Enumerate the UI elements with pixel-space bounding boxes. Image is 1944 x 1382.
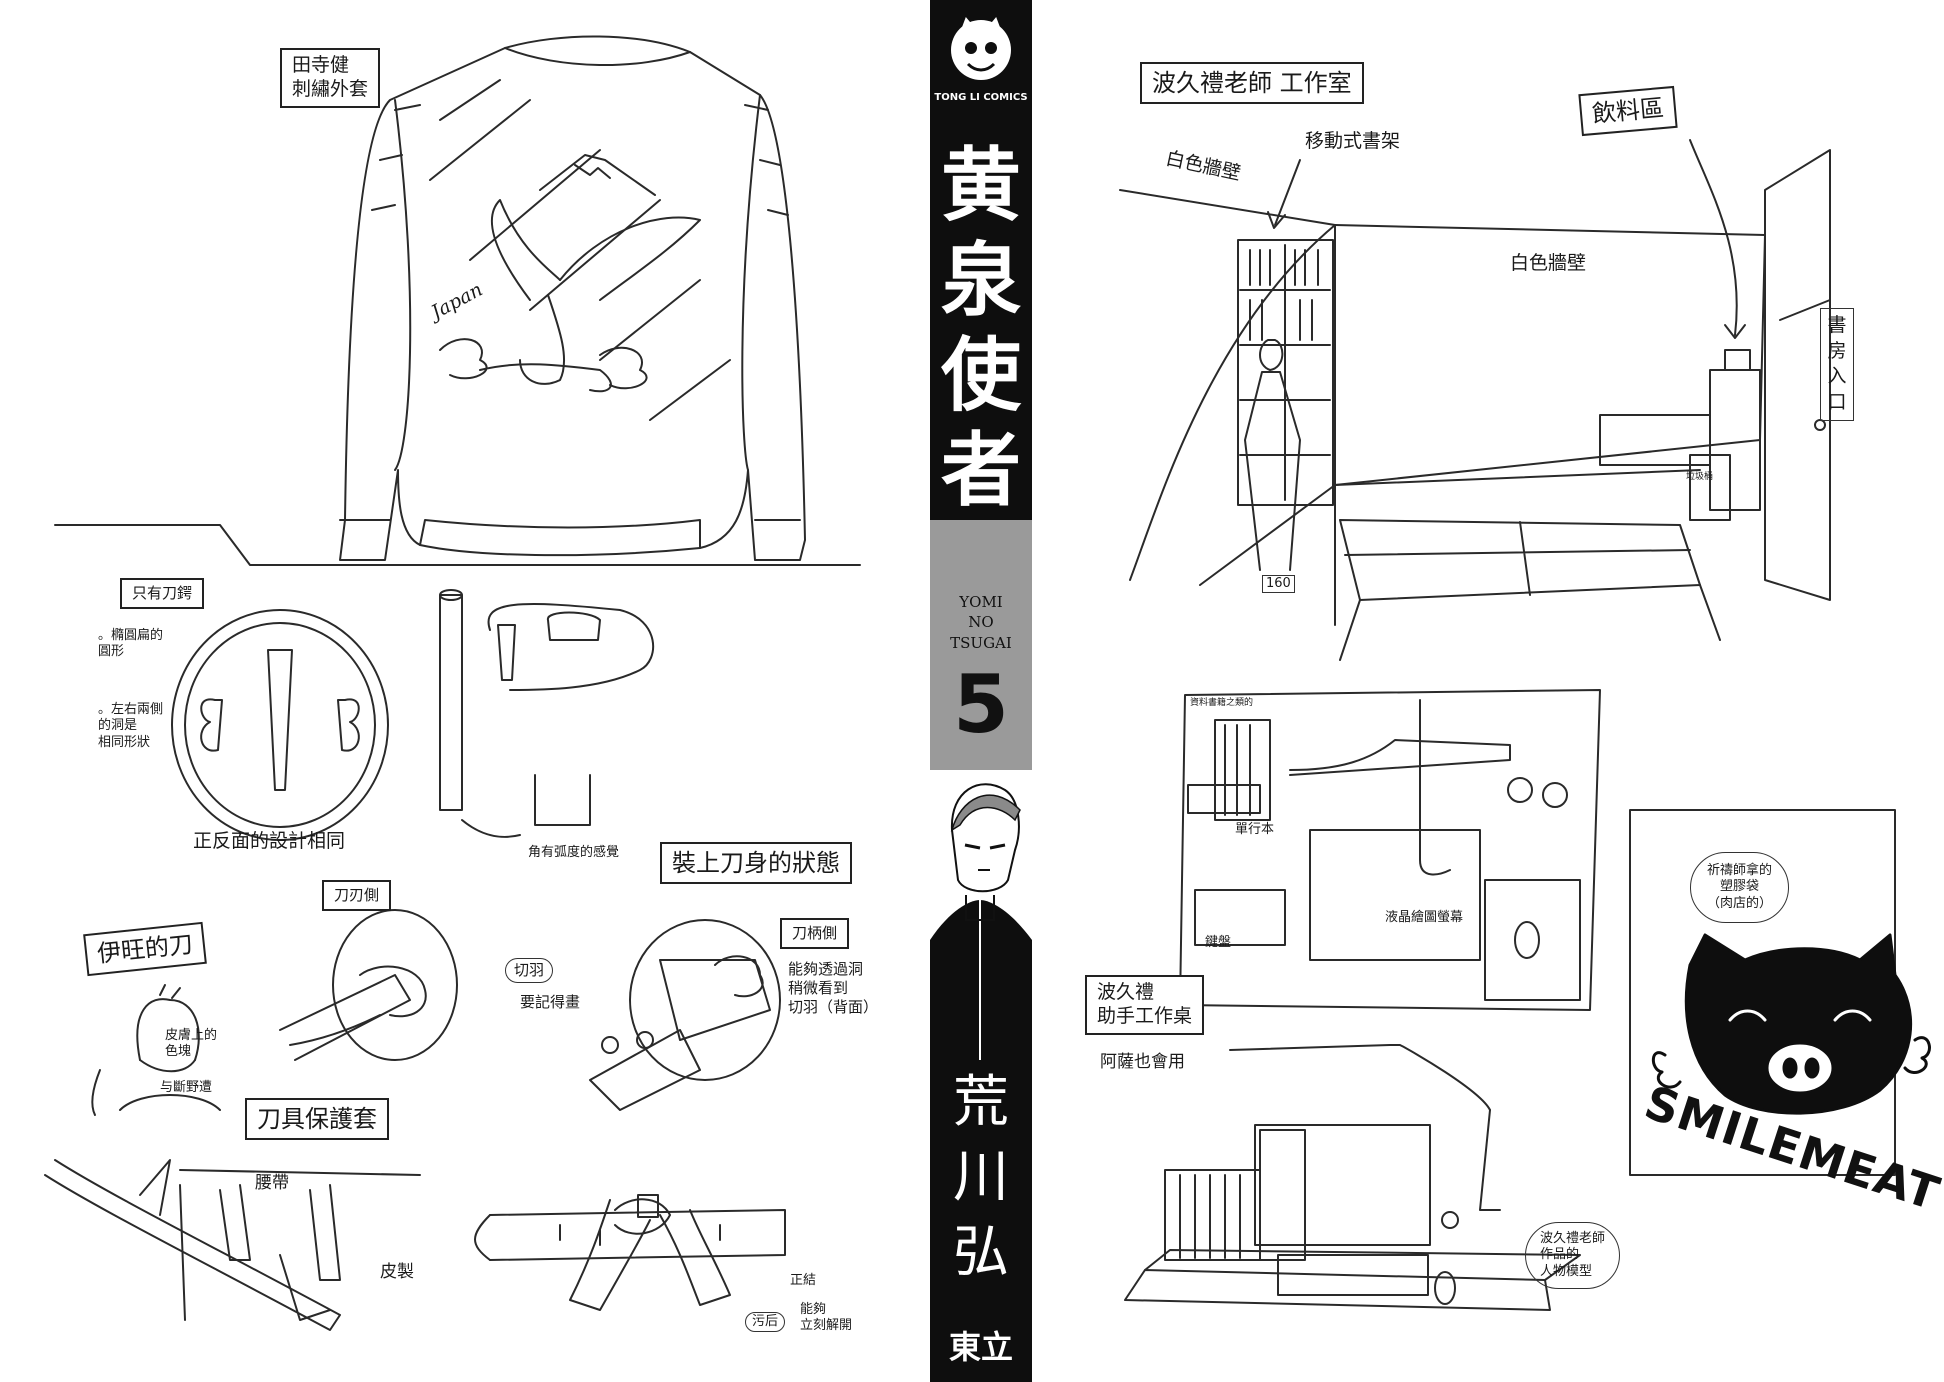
- can-untie-note: 能夠 立刻解開: [800, 1302, 852, 1335]
- both-sides-same-note: 正反面的設計相同: [193, 830, 346, 852]
- can-untie-line-1: 能夠: [800, 1302, 827, 1317]
- shelf-top-label: 資料書籍之類的: [1190, 698, 1254, 708]
- romaji-line-1: YOMI: [959, 593, 1003, 611]
- study-entrance-label: 書房入口: [1820, 308, 1854, 421]
- belt-label: 腰帶: [255, 1173, 289, 1193]
- book-spine: TONG LI COMICS 黄 泉 使 者 YOMI NO TSUGAI 5 …: [930, 0, 1032, 1382]
- figures-note-line-1: 波久禮老師: [1540, 1231, 1606, 1246]
- jacket-label-line-1: 田寺健: [292, 54, 350, 76]
- spine-author-char-2: 川: [953, 1145, 1009, 1210]
- desk-topdown-sketch: [1179, 689, 1601, 1011]
- blade-side-sketch: [279, 909, 458, 1061]
- studio-room-sketch: [1119, 139, 1831, 661]
- figures-note-line-2: 作品的: [1540, 1247, 1580, 1263]
- trash-label: 垃圾桶: [1686, 472, 1714, 482]
- pig-logo: [1651, 933, 1931, 1115]
- leather-label: 皮製: [380, 1262, 414, 1282]
- bag-note-line-2: 塑膠袋: [1720, 879, 1760, 895]
- guard-label: 只有刀鍔: [120, 578, 205, 609]
- guard-note-1-line-1: 。橢圓扁的: [98, 628, 164, 643]
- sheath-title: 刀具保護套: [245, 1098, 389, 1140]
- assistant-desk-line-2: 助手工作桌: [1097, 1004, 1193, 1027]
- jacket-sketch: [339, 35, 806, 561]
- spine-logo-text: TONG LI COMICS: [934, 92, 1028, 103]
- romaji-line-2: NO: [968, 613, 994, 632]
- guard-note-1-line-2: 圓形: [98, 644, 125, 660]
- left-divider-line: [54, 524, 861, 566]
- spine-author-char-3: 弘: [953, 1220, 1009, 1285]
- guard-note-2-line-2: 的洞是: [98, 718, 138, 734]
- guard-note-2-line-3: 相同形狀: [98, 734, 151, 750]
- front-knot-label: 正結: [790, 1273, 817, 1288]
- kiriha-label: 切羽: [505, 958, 554, 983]
- spine-title-char-1: 黄: [941, 138, 1021, 232]
- spine-portrait: [930, 770, 1032, 1060]
- jacket-label-line-2: 刺繡外套: [292, 77, 369, 100]
- romaji-line-3: TSUGAI: [950, 633, 1012, 652]
- tsuba-side-sketch: [439, 589, 654, 838]
- tsuba-sketch: [171, 609, 389, 841]
- sheath-sketch: [44, 1159, 421, 1331]
- guard-note-2: 。左右兩側 的洞是 相同形狀: [98, 702, 163, 751]
- skin-note: 皮膚上的 色塊: [165, 1028, 217, 1061]
- spine-romaji: YOMI NO TSUGAI: [930, 592, 1032, 653]
- remember-draw-note: 要記得畫: [520, 993, 581, 1011]
- spine-title-char-4: 者: [941, 423, 1021, 517]
- angled-note: 角有弧度的感覺: [528, 845, 620, 860]
- spine-title-char-2: 泉: [941, 233, 1021, 327]
- bag-note-line-1: 祈禱師拿的: [1707, 863, 1773, 878]
- blade-side-label: 刀刃側: [322, 880, 392, 911]
- tong-li-logo: [951, 17, 1011, 80]
- see-through-line-1: 能夠透過洞: [788, 960, 864, 978]
- desk-perspective-sketch: [1124, 1044, 1581, 1311]
- white-wall-back-label: 白色牆壁: [1510, 252, 1587, 274]
- dirty-label: 污后: [745, 1312, 786, 1333]
- see-through-note: 能夠透過洞 稍微看到 切羽（背面）: [788, 960, 878, 1016]
- skin-note-line-2: 色塊: [165, 1044, 192, 1060]
- assistant-desk-line-1: 波久禮: [1097, 981, 1155, 1003]
- can-untie-line-2: 立刻解開: [800, 1318, 853, 1334]
- nokubi-note: 与斷野遭: [160, 1080, 213, 1095]
- keyboard-label: 鍵盤: [1205, 935, 1232, 950]
- assistant-desk-label: 波久禮 助手工作桌: [1085, 975, 1205, 1035]
- spine-volume-number: 5: [953, 658, 1009, 751]
- asa-uses-note: 阿薩也會用: [1100, 1052, 1185, 1072]
- mobile-shelf-label: 移動式書架: [1305, 130, 1401, 152]
- guard-note-2-line-1: 。左右兩側: [98, 702, 164, 717]
- drinks-area-label: 飲料區: [1578, 85, 1678, 137]
- height-mark: 160: [1262, 575, 1295, 594]
- skin-note-line-1: 皮膚上的: [165, 1028, 218, 1043]
- jacket-label: 田寺健 刺繡外套: [280, 48, 381, 108]
- tablet-label: 液晶繪圖螢幕: [1385, 910, 1464, 925]
- spine-publisher: 東立: [948, 1328, 1013, 1366]
- bag-note: 祈禱師拿的 塑膠袋 （肉店的）: [1690, 852, 1790, 923]
- figures-note: 波久禮老師 作品的 人物模型: [1525, 1222, 1621, 1289]
- hilt-side-sketch: [589, 919, 781, 1111]
- spine-author-char-1: 荒: [953, 1070, 1009, 1135]
- figures-note-line-3: 人物模型: [1540, 1263, 1593, 1279]
- see-through-line-3: 切羽（背面）: [788, 997, 879, 1016]
- spine-grey-band: [930, 520, 1032, 770]
- iwang-sketch: [91, 984, 221, 1116]
- hilt-side-label: 刀柄側: [780, 918, 850, 949]
- see-through-line-2: 稍微看到: [788, 978, 849, 997]
- guard-note-1: 。橢圓扁的 圓形: [98, 628, 163, 661]
- bag-note-line-3: （肉店的）: [1707, 895, 1773, 911]
- studio-title: 波久禮老師 工作室: [1140, 62, 1364, 104]
- wrapped-hilt-sketch: [474, 1194, 786, 1311]
- spine-title-char-3: 使: [941, 328, 1021, 422]
- paperbacks-label: 單行本: [1235, 822, 1275, 837]
- attached-state-title: 裝上刀身的狀態: [660, 842, 852, 884]
